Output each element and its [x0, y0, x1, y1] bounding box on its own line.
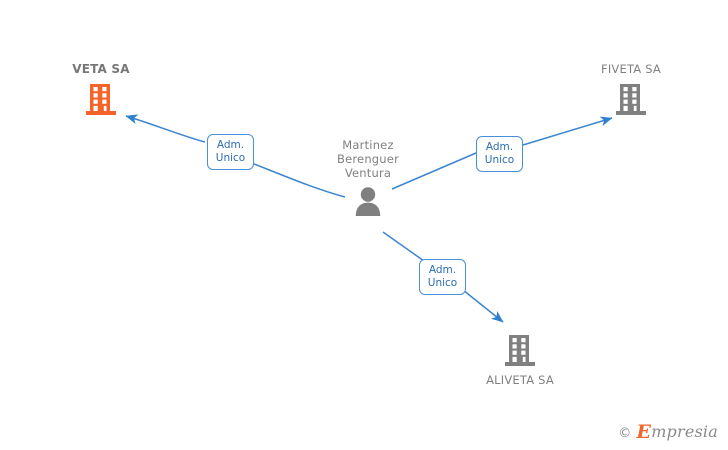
building-icon[interactable]: [86, 82, 116, 116]
node-person-label: Martinez Berenguer Ventura: [337, 138, 399, 180]
node-veta[interactable]: VETA SA: [58, 62, 144, 116]
node-fiveta-label: FIVETA SA: [601, 62, 661, 76]
copyright-icon: ©: [618, 426, 632, 441]
edge-label-line2: Unico: [215, 152, 246, 164]
edge-label-line2: Unico: [427, 277, 458, 289]
brand-initial: E: [636, 421, 652, 443]
edge-label-line2: Unico: [484, 154, 515, 166]
edge-person-to-aliveta: [382, 231, 504, 323]
node-aliveta[interactable]: ALIVETA SA: [477, 333, 563, 387]
watermark-empresia: © E mpresia: [618, 420, 718, 443]
node-person[interactable]: Martinez Berenguer Ventura: [322, 138, 414, 216]
edge-label-line1: Adm.: [428, 264, 457, 276]
node-veta-label: VETA SA: [72, 62, 130, 76]
person-icon[interactable]: [354, 186, 382, 216]
node-fiveta[interactable]: FIVETA SA: [588, 62, 674, 116]
edge-person-to-fiveta: [391, 116, 613, 190]
edge-label-line1: Adm.: [216, 139, 245, 151]
brand-name: mpresia: [651, 422, 718, 441]
building-icon[interactable]: [616, 82, 646, 116]
node-aliveta-label: ALIVETA SA: [486, 373, 554, 387]
edge-label-adm-unico-aliveta[interactable]: Adm. Unico: [419, 259, 466, 295]
building-icon[interactable]: [505, 333, 535, 367]
edge-label-line1: Adm.: [485, 141, 514, 153]
edge-label-adm-unico-fiveta[interactable]: Adm. Unico: [476, 136, 523, 172]
edge-label-adm-unico-veta[interactable]: Adm. Unico: [207, 134, 254, 170]
